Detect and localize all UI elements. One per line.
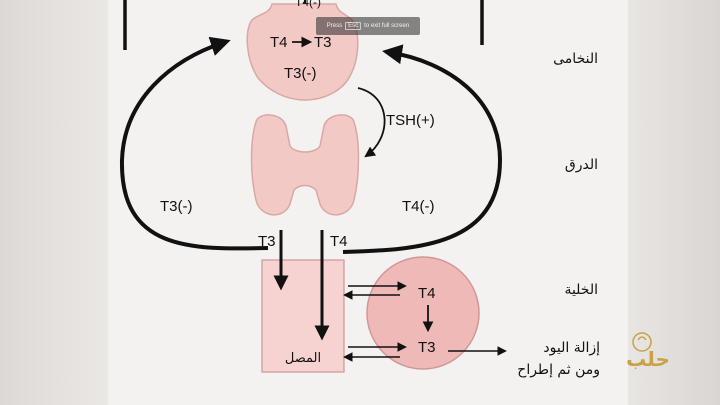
left-feedback-label: T3(-) <box>160 198 193 215</box>
thyroid-t3-label: T3 <box>258 233 276 250</box>
cell-t3-label: T3 <box>418 339 436 356</box>
output-label-line1: إزالة اليود <box>543 340 600 356</box>
left-feedback-arrow <box>119 36 269 251</box>
right-feedback-label: T4(-) <box>402 198 435 215</box>
pituitary-feedback-label: T3(-) <box>284 65 317 82</box>
fullscreen-hint: Press Esc to exit full screen <box>316 17 420 35</box>
output-label-line2: ومن ثم إطراح <box>517 362 600 378</box>
cell-t4-label: T4 <box>418 285 436 302</box>
pituitary-top-label: T4(-) <box>295 0 321 9</box>
thyroid-t4-label: T4 <box>330 233 348 250</box>
pituitary-t3-label: T3 <box>314 34 332 51</box>
left-background-shade <box>0 0 108 405</box>
thyroid-gland <box>250 114 360 216</box>
row-label-pituitary: النخامى <box>553 51 598 67</box>
fullscreen-hint-key[interactable]: Esc <box>345 22 362 30</box>
brand-logo-text: حلب <box>626 347 670 371</box>
row-label-thyroid: الدرق <box>564 157 598 173</box>
row-label-cell: الخلية <box>564 282 598 298</box>
right-feedback-arrow <box>342 44 503 254</box>
cell-circle <box>366 256 480 370</box>
brand-logo-icon: حلب <box>626 332 670 371</box>
pituitary-t4-label: T4 <box>270 34 288 51</box>
tsh-arrow <box>357 87 386 158</box>
fullscreen-hint-pre: Press <box>326 23 343 29</box>
tsh-label: TSH(+) <box>386 112 435 129</box>
diagram-panel <box>108 0 628 405</box>
fullscreen-hint-post: to exit full screen <box>364 23 410 29</box>
plasma-label: المصل <box>285 351 321 366</box>
